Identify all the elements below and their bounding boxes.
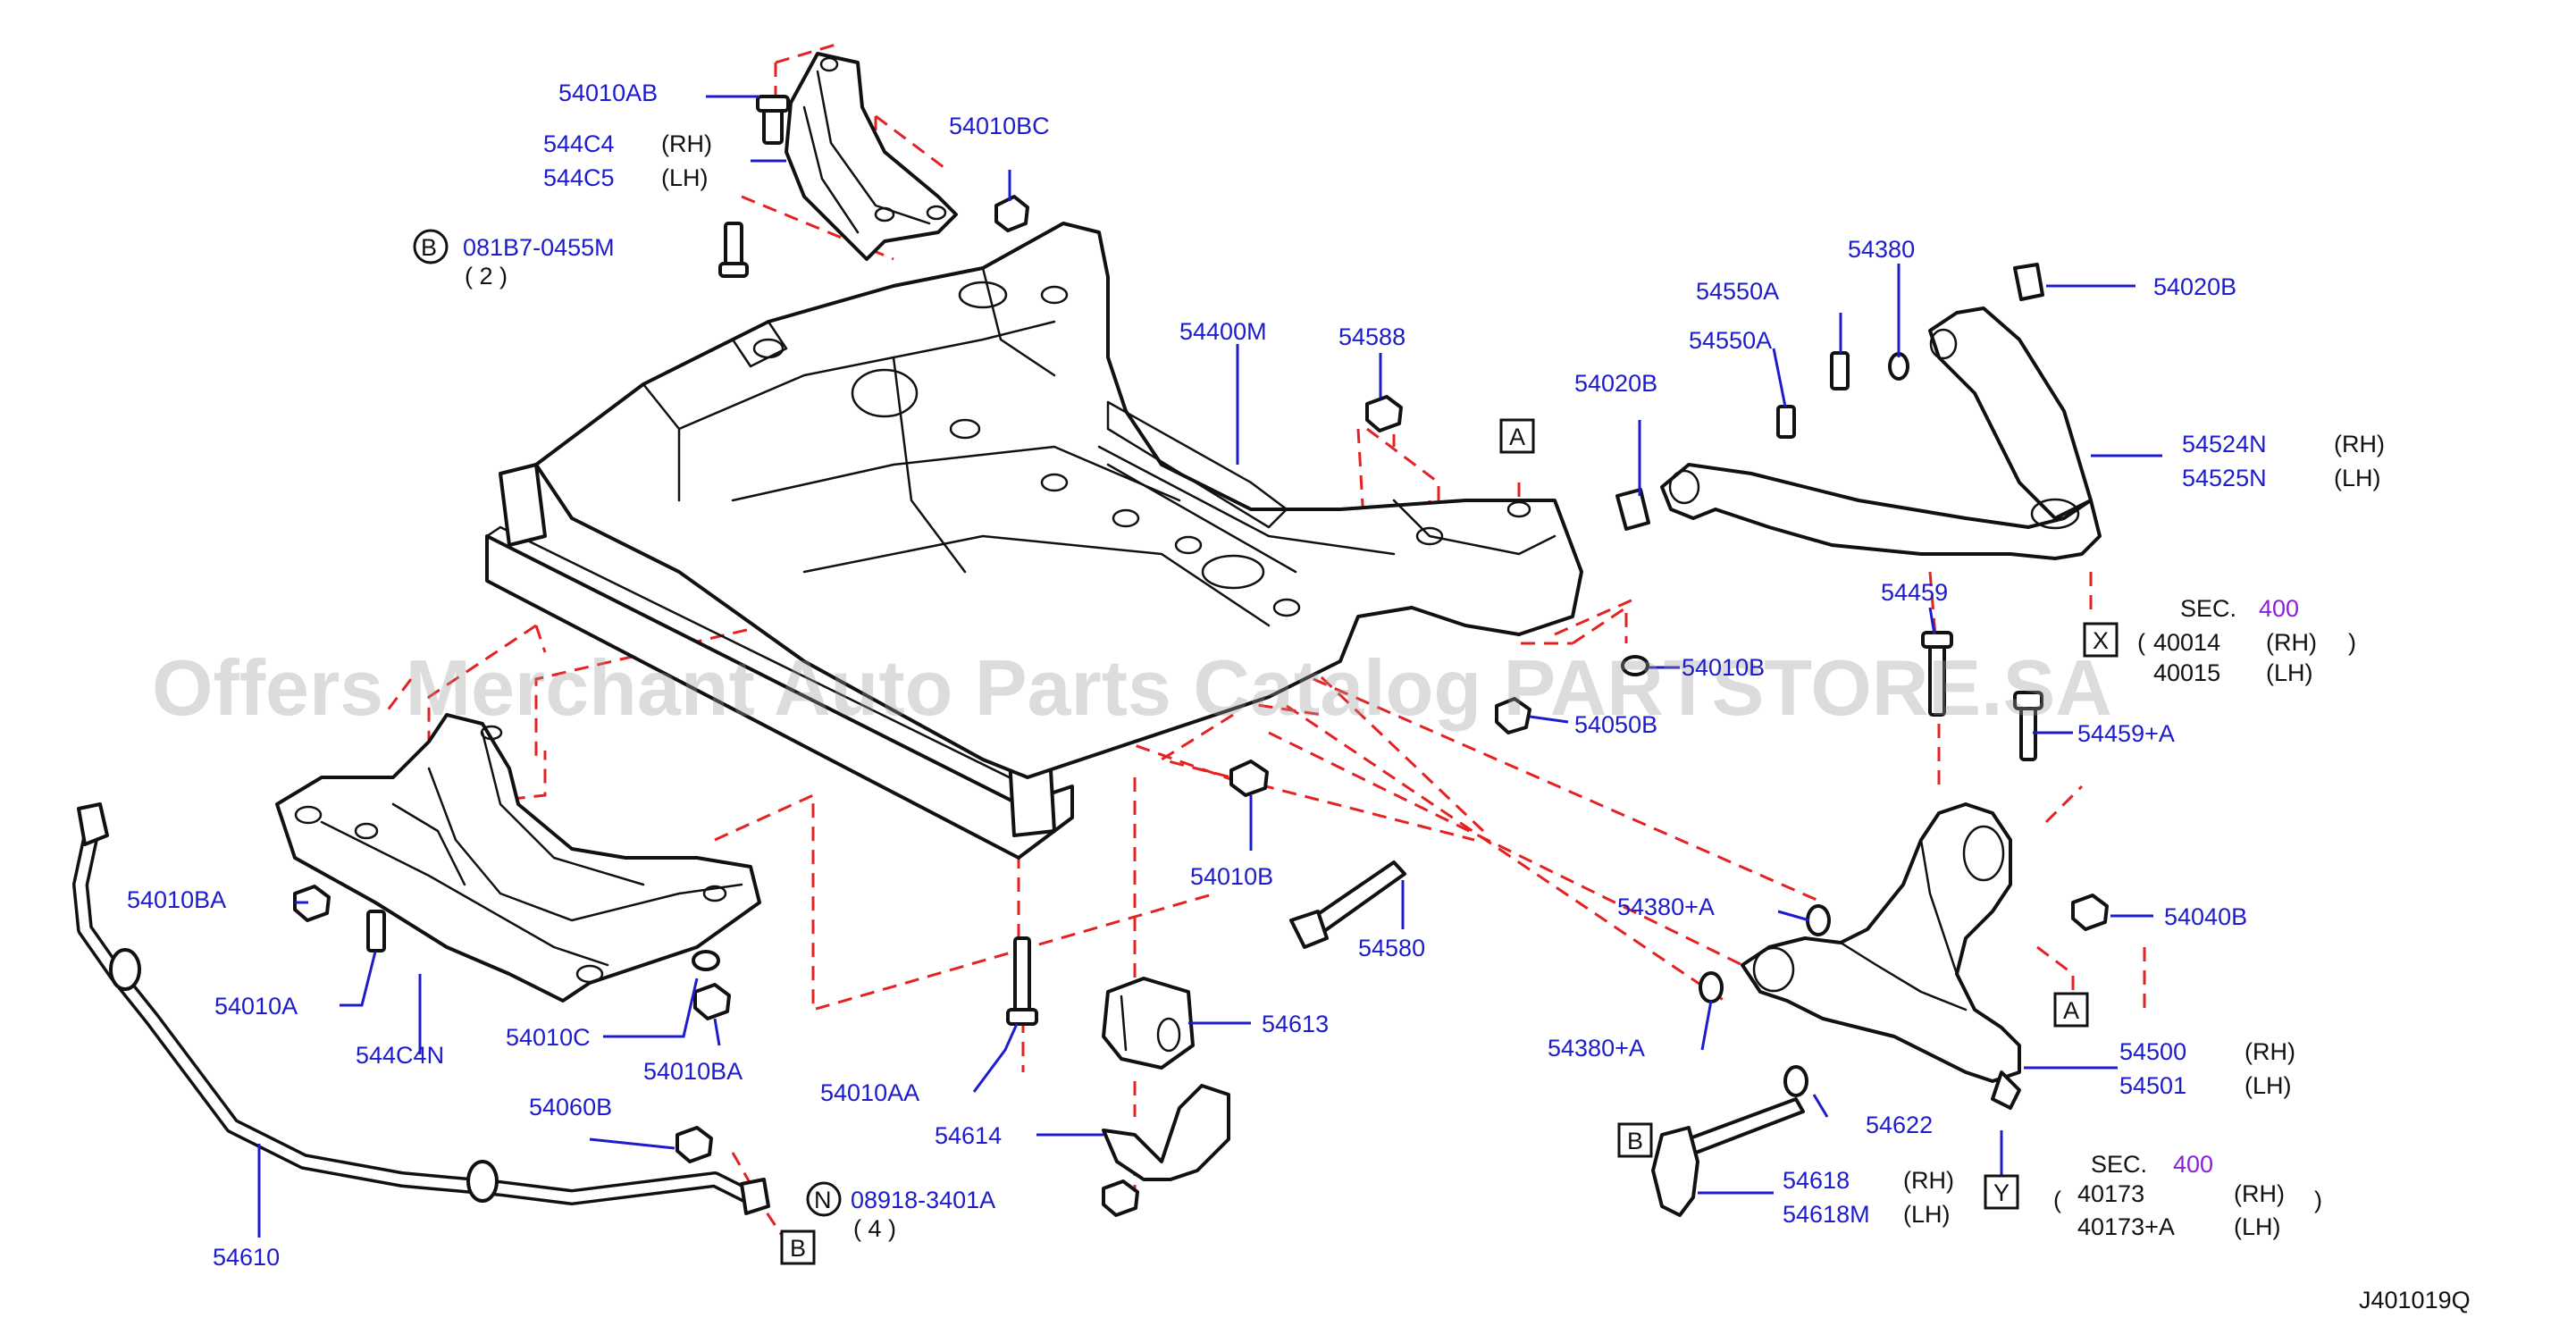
- sec-y-label: SEC.: [2091, 1151, 2147, 1178]
- label-544c4n[interactable]: 544C4N: [356, 1042, 444, 1069]
- label-rh-4: (RH): [1903, 1167, 1954, 1194]
- label-54380[interactable]: 54380: [1848, 236, 1915, 263]
- upper-arm: [1660, 306, 2102, 560]
- bushing-54613: [1102, 977, 1195, 1070]
- diagram-code: J401019Q: [2359, 1287, 2471, 1313]
- ref-box-a-upper-letter: A: [1509, 424, 1525, 450]
- sec-x-paren-open: (: [2137, 629, 2145, 656]
- label-54501[interactable]: 54501: [2119, 1072, 2186, 1099]
- sec-y-part-a: 40173: [2077, 1180, 2144, 1207]
- ref-box-b-link-letter: B: [1627, 1128, 1643, 1154]
- bracket-544c4: [785, 52, 958, 261]
- label-rh-2: (RH): [2334, 431, 2385, 457]
- label-54550a-2[interactable]: 54550A: [1689, 327, 1772, 354]
- sec-x-num[interactable]: 400: [2259, 595, 2299, 622]
- ref-box-a-upper: [1499, 418, 1535, 454]
- label-54400m[interactable]: 54400M: [1179, 318, 1267, 345]
- callout-labels: 54010AB 544C4 (RH) 544C5 (LH) 54010BC B …: [127, 80, 2471, 1313]
- watermark: Offers Merchant Auto Parts Catalog PARTS…: [152, 643, 2112, 732]
- ref-box-a-lower-letter: A: [2063, 997, 2079, 1024]
- label-54380a-1[interactable]: 54380+A: [1617, 894, 1715, 920]
- sec-y-paren-open: (: [2053, 1187, 2061, 1213]
- label-54618[interactable]: 54618: [1783, 1167, 1850, 1194]
- ref-box-b-lower: [780, 1229, 816, 1265]
- label-qty-4: ( 4 ): [853, 1215, 896, 1242]
- sec-x-part-a: 40014: [2153, 629, 2220, 656]
- label-lh-1: (LH): [661, 164, 709, 191]
- stabilizer-bar: [72, 802, 770, 1215]
- label-54550a-1[interactable]: 54550A: [1696, 278, 1779, 305]
- label-lh-2: (LH): [2334, 465, 2381, 491]
- ref-box-x: [2083, 622, 2119, 658]
- ref-circle-b-letter: B: [421, 234, 437, 261]
- label-544c5[interactable]: 544C5: [543, 164, 615, 191]
- label-54524n[interactable]: 54524N: [2182, 431, 2267, 457]
- sec-y-side-a: (RH): [2234, 1180, 2285, 1207]
- sec-y-part-b: 40173+A: [2077, 1213, 2175, 1240]
- label-54040b[interactable]: 54040B: [2164, 903, 2247, 930]
- label-54380a-2[interactable]: 54380+A: [1548, 1035, 1645, 1062]
- ref-circle-n: [806, 1181, 842, 1217]
- label-544c4[interactable]: 544C4: [543, 130, 615, 157]
- label-54610[interactable]: 54610: [213, 1244, 280, 1271]
- sec-x-part-b: 40015: [2153, 659, 2220, 686]
- ref-circle-n-letter: N: [814, 1187, 832, 1213]
- label-54525n[interactable]: 54525N: [2182, 465, 2267, 491]
- label-54050b[interactable]: 54050B: [1574, 711, 1657, 738]
- sec-x-paren-close: ): [2348, 629, 2356, 656]
- label-081b7-0455m[interactable]: 081B7-0455M: [463, 234, 615, 261]
- label-lh-3: (LH): [2245, 1072, 2292, 1099]
- label-rh-3: (RH): [2245, 1038, 2295, 1065]
- ref-circle-b: [413, 229, 449, 264]
- ref-box-b-link: [1617, 1122, 1653, 1158]
- ref-box-x-letter: X: [2093, 627, 2109, 654]
- label-54613[interactable]: 54613: [1262, 1011, 1329, 1037]
- label-54020b-1[interactable]: 54020B: [1574, 370, 1657, 397]
- label-08918-3401a[interactable]: 08918-3401A: [851, 1187, 995, 1213]
- bracket-544c4n: [275, 713, 761, 1003]
- label-54010bc[interactable]: 54010BC: [949, 113, 1050, 139]
- label-54010c[interactable]: 54010C: [506, 1024, 591, 1051]
- label-54622[interactable]: 54622: [1866, 1112, 1933, 1138]
- label-54459[interactable]: 54459: [1881, 579, 1948, 606]
- lower-arm: [1741, 802, 2021, 1110]
- ref-box-y: [1984, 1174, 2019, 1210]
- sec-x-label: SEC.: [2180, 595, 2236, 622]
- label-54060b[interactable]: 54060B: [529, 1094, 612, 1120]
- label-54618m[interactable]: 54618M: [1783, 1201, 1870, 1228]
- label-lh-4: (LH): [1903, 1201, 1951, 1228]
- front-crossmember: [485, 222, 1583, 860]
- sec-y-num[interactable]: 400: [2173, 1151, 2213, 1178]
- ref-box-b-lower-letter: B: [790, 1235, 806, 1262]
- label-54020b-2[interactable]: 54020B: [2153, 273, 2236, 300]
- label-54588[interactable]: 54588: [1338, 323, 1405, 350]
- label-54010ab[interactable]: 54010AB: [558, 80, 658, 106]
- sec-x-side-a: (RH): [2266, 629, 2317, 656]
- label-54500[interactable]: 54500: [2119, 1038, 2186, 1065]
- label-54010a[interactable]: 54010A: [214, 993, 298, 1020]
- label-54459a[interactable]: 54459+A: [2077, 720, 2175, 747]
- clamp-54614: [1102, 1084, 1230, 1181]
- sec-y-side-b: (LH): [2234, 1213, 2281, 1240]
- ref-box-a-lower: [2053, 992, 2089, 1028]
- label-rh-1: (RH): [661, 130, 712, 157]
- label-qty-2: ( 2 ): [465, 263, 508, 290]
- label-54010ba-2[interactable]: 54010BA: [643, 1058, 743, 1085]
- sec-x-side-b: (LH): [2266, 659, 2313, 686]
- label-54010b-1[interactable]: 54010B: [1682, 654, 1765, 681]
- callout-leaders: [257, 95, 2162, 1238]
- label-54010ba-1[interactable]: 54010BA: [127, 886, 226, 913]
- label-54010b-2[interactable]: 54010B: [1190, 863, 1273, 890]
- sec-y-paren-close: ): [2314, 1187, 2322, 1213]
- ref-box-y-letter: Y: [1993, 1179, 2010, 1206]
- label-54580[interactable]: 54580: [1358, 935, 1425, 961]
- label-54010aa[interactable]: 54010AA: [820, 1079, 919, 1106]
- label-54614[interactable]: 54614: [935, 1122, 1002, 1149]
- fasteners: [293, 95, 2109, 1217]
